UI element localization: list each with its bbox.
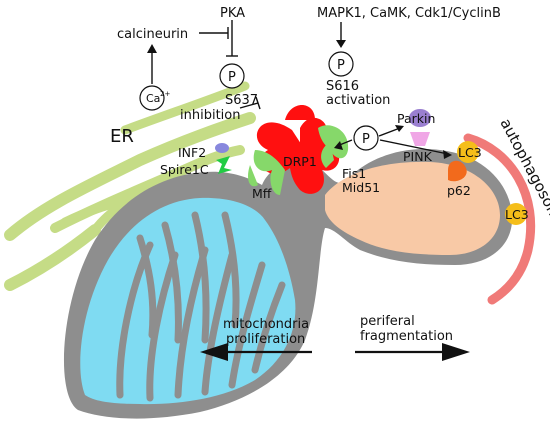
inf2-protein [215, 143, 229, 153]
fragmentation-label-line2: fragmentation [360, 329, 453, 344]
fragmentation-arrow [355, 343, 470, 361]
calcineurin-label: calcineurin [117, 27, 188, 42]
er-shape [4, 112, 256, 291]
mid51-label: Mid51 [342, 180, 380, 195]
kinases-label: MAPK1, CaMK, Cdk1/CyclinB [317, 6, 501, 21]
arrow-heads [147, 40, 452, 159]
p62-protein [448, 160, 467, 182]
pink-protein [410, 132, 430, 146]
er-label: ER [110, 126, 134, 147]
drp1-protein [256, 105, 340, 194]
spire1c-protein [216, 156, 232, 174]
parkin-label: Parkin [397, 111, 435, 126]
cristae-left [116, 211, 286, 402]
proliferation-label-line2: proliferation [226, 332, 305, 347]
phospho-pink-label: P [362, 132, 370, 147]
drp1-label: DRP1 [283, 154, 317, 169]
parkin-protein [409, 109, 431, 127]
lc3-bottom-label: LC3 [505, 207, 529, 222]
fis1-mid51-receptor [318, 125, 349, 168]
inhibition-label: inhibition [180, 108, 240, 123]
fis1-label: Fis1 [342, 166, 366, 181]
fragmentation-label-line1: periferal [360, 314, 415, 329]
proliferation-arrow [200, 343, 312, 361]
proliferation-label-line1: mitochondria [223, 317, 309, 332]
inf2-label: INF2 [178, 145, 206, 160]
p62-label: p62 [447, 183, 471, 198]
calcium-charge: 2+ [160, 90, 170, 98]
pink-label: PINK [403, 149, 433, 164]
lc3-bottom-protein [505, 203, 527, 225]
activation-label: activation [326, 93, 390, 108]
autophagosome-membrane [463, 133, 536, 305]
s637-label: S637 [225, 93, 258, 108]
spire1c-label: Spire1C [160, 162, 209, 177]
pka-label: PKA [220, 6, 245, 21]
arrow-lines [151, 20, 449, 155]
mitochondrion-matrix-right [325, 161, 500, 255]
calcium-circle [139, 85, 165, 111]
lc3-top-label: LC3 [458, 145, 482, 160]
phospho-circle-s637 [219, 63, 245, 89]
mff-receptor [247, 150, 285, 195]
lc3-top-protein [457, 141, 479, 163]
mff-label: Mff [252, 186, 272, 201]
phospho-s637-label: P [228, 70, 236, 85]
phospho-circle-s616 [328, 51, 354, 77]
s616-label: S616 [326, 79, 359, 94]
phospho-circle-pink [353, 125, 379, 151]
calcium-label: Ca [146, 92, 160, 105]
phospho-s616-label: P [337, 58, 345, 73]
er-upper-tubule [120, 81, 250, 135]
